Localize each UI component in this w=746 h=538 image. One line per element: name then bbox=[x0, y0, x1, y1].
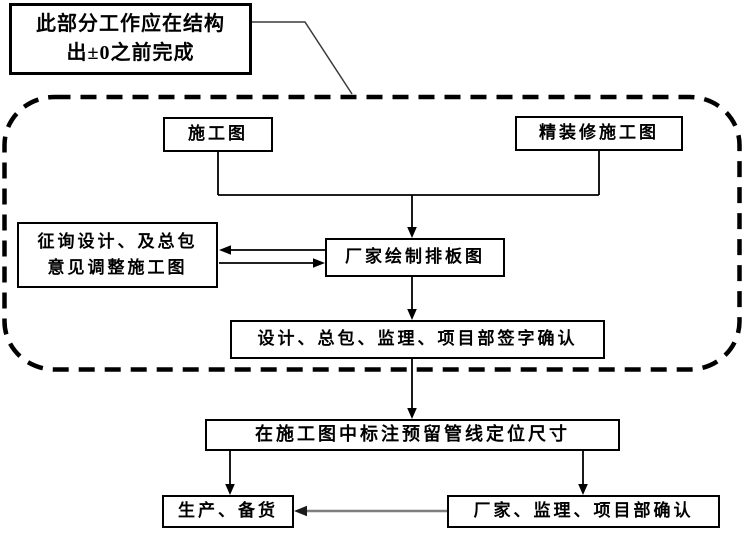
callout-note-line1: 此部分工作应在结构 bbox=[36, 13, 225, 35]
arrowhead-into-paiban bbox=[407, 227, 417, 238]
arrowhead-into-biaozhu bbox=[407, 408, 417, 419]
arrowhead-into-qianzi bbox=[407, 309, 417, 320]
arrowhead-back-into-paiban bbox=[313, 258, 325, 268]
node-production-stock-label: 生产、备货 bbox=[178, 501, 278, 521]
callout-note-box: 此部分工作应在结构 出±0之前完成 bbox=[9, 3, 252, 75]
node-decoration-construction-drawing: 精装修施工图 bbox=[515, 116, 683, 151]
node-decoration-construction-drawing-label: 精装修施工图 bbox=[539, 123, 659, 143]
node-signature-confirmation-label: 设计、总包、监理、项目部签字确认 bbox=[257, 329, 578, 349]
node-consult-adjust: 征询设计、及总包 意见调整施工图 bbox=[17, 222, 218, 288]
arrowhead-into-shengchan-right bbox=[294, 505, 307, 517]
node-construction-drawing: 施工图 bbox=[163, 117, 273, 152]
node-factory-panel-drawing-label: 厂家绘制排板图 bbox=[345, 247, 485, 267]
arrowhead-into-zhengxun bbox=[219, 245, 231, 255]
arrowhead-into-shengchan bbox=[225, 484, 235, 495]
node-consult-adjust-line1: 征询设计、及总包 bbox=[37, 231, 198, 251]
node-production-stock: 生产、备货 bbox=[162, 495, 294, 528]
node-final-confirmation: 厂家、监理、项目部确认 bbox=[447, 495, 720, 528]
callout-note-line2: 出±0之前完成 bbox=[66, 42, 195, 64]
node-consult-adjust-line2: 意见调整施工图 bbox=[47, 258, 188, 277]
node-signature-confirmation: 设计、总包、监理、项目部签字确认 bbox=[230, 320, 605, 359]
node-factory-panel-drawing: 厂家绘制排板图 bbox=[325, 238, 505, 277]
node-construction-drawing-label: 施工图 bbox=[188, 124, 248, 144]
node-mark-pipeline-dimensions: 在施工图中标注预留管线定位尺寸 bbox=[205, 419, 620, 451]
arrowhead-into-queren bbox=[578, 484, 588, 495]
node-mark-pipeline-dimensions-label: 在施工图中标注预留管线定位尺寸 bbox=[255, 424, 570, 445]
callout-leader-line bbox=[252, 21, 353, 95]
node-final-confirmation-label: 厂家、监理、项目部确认 bbox=[473, 501, 694, 521]
